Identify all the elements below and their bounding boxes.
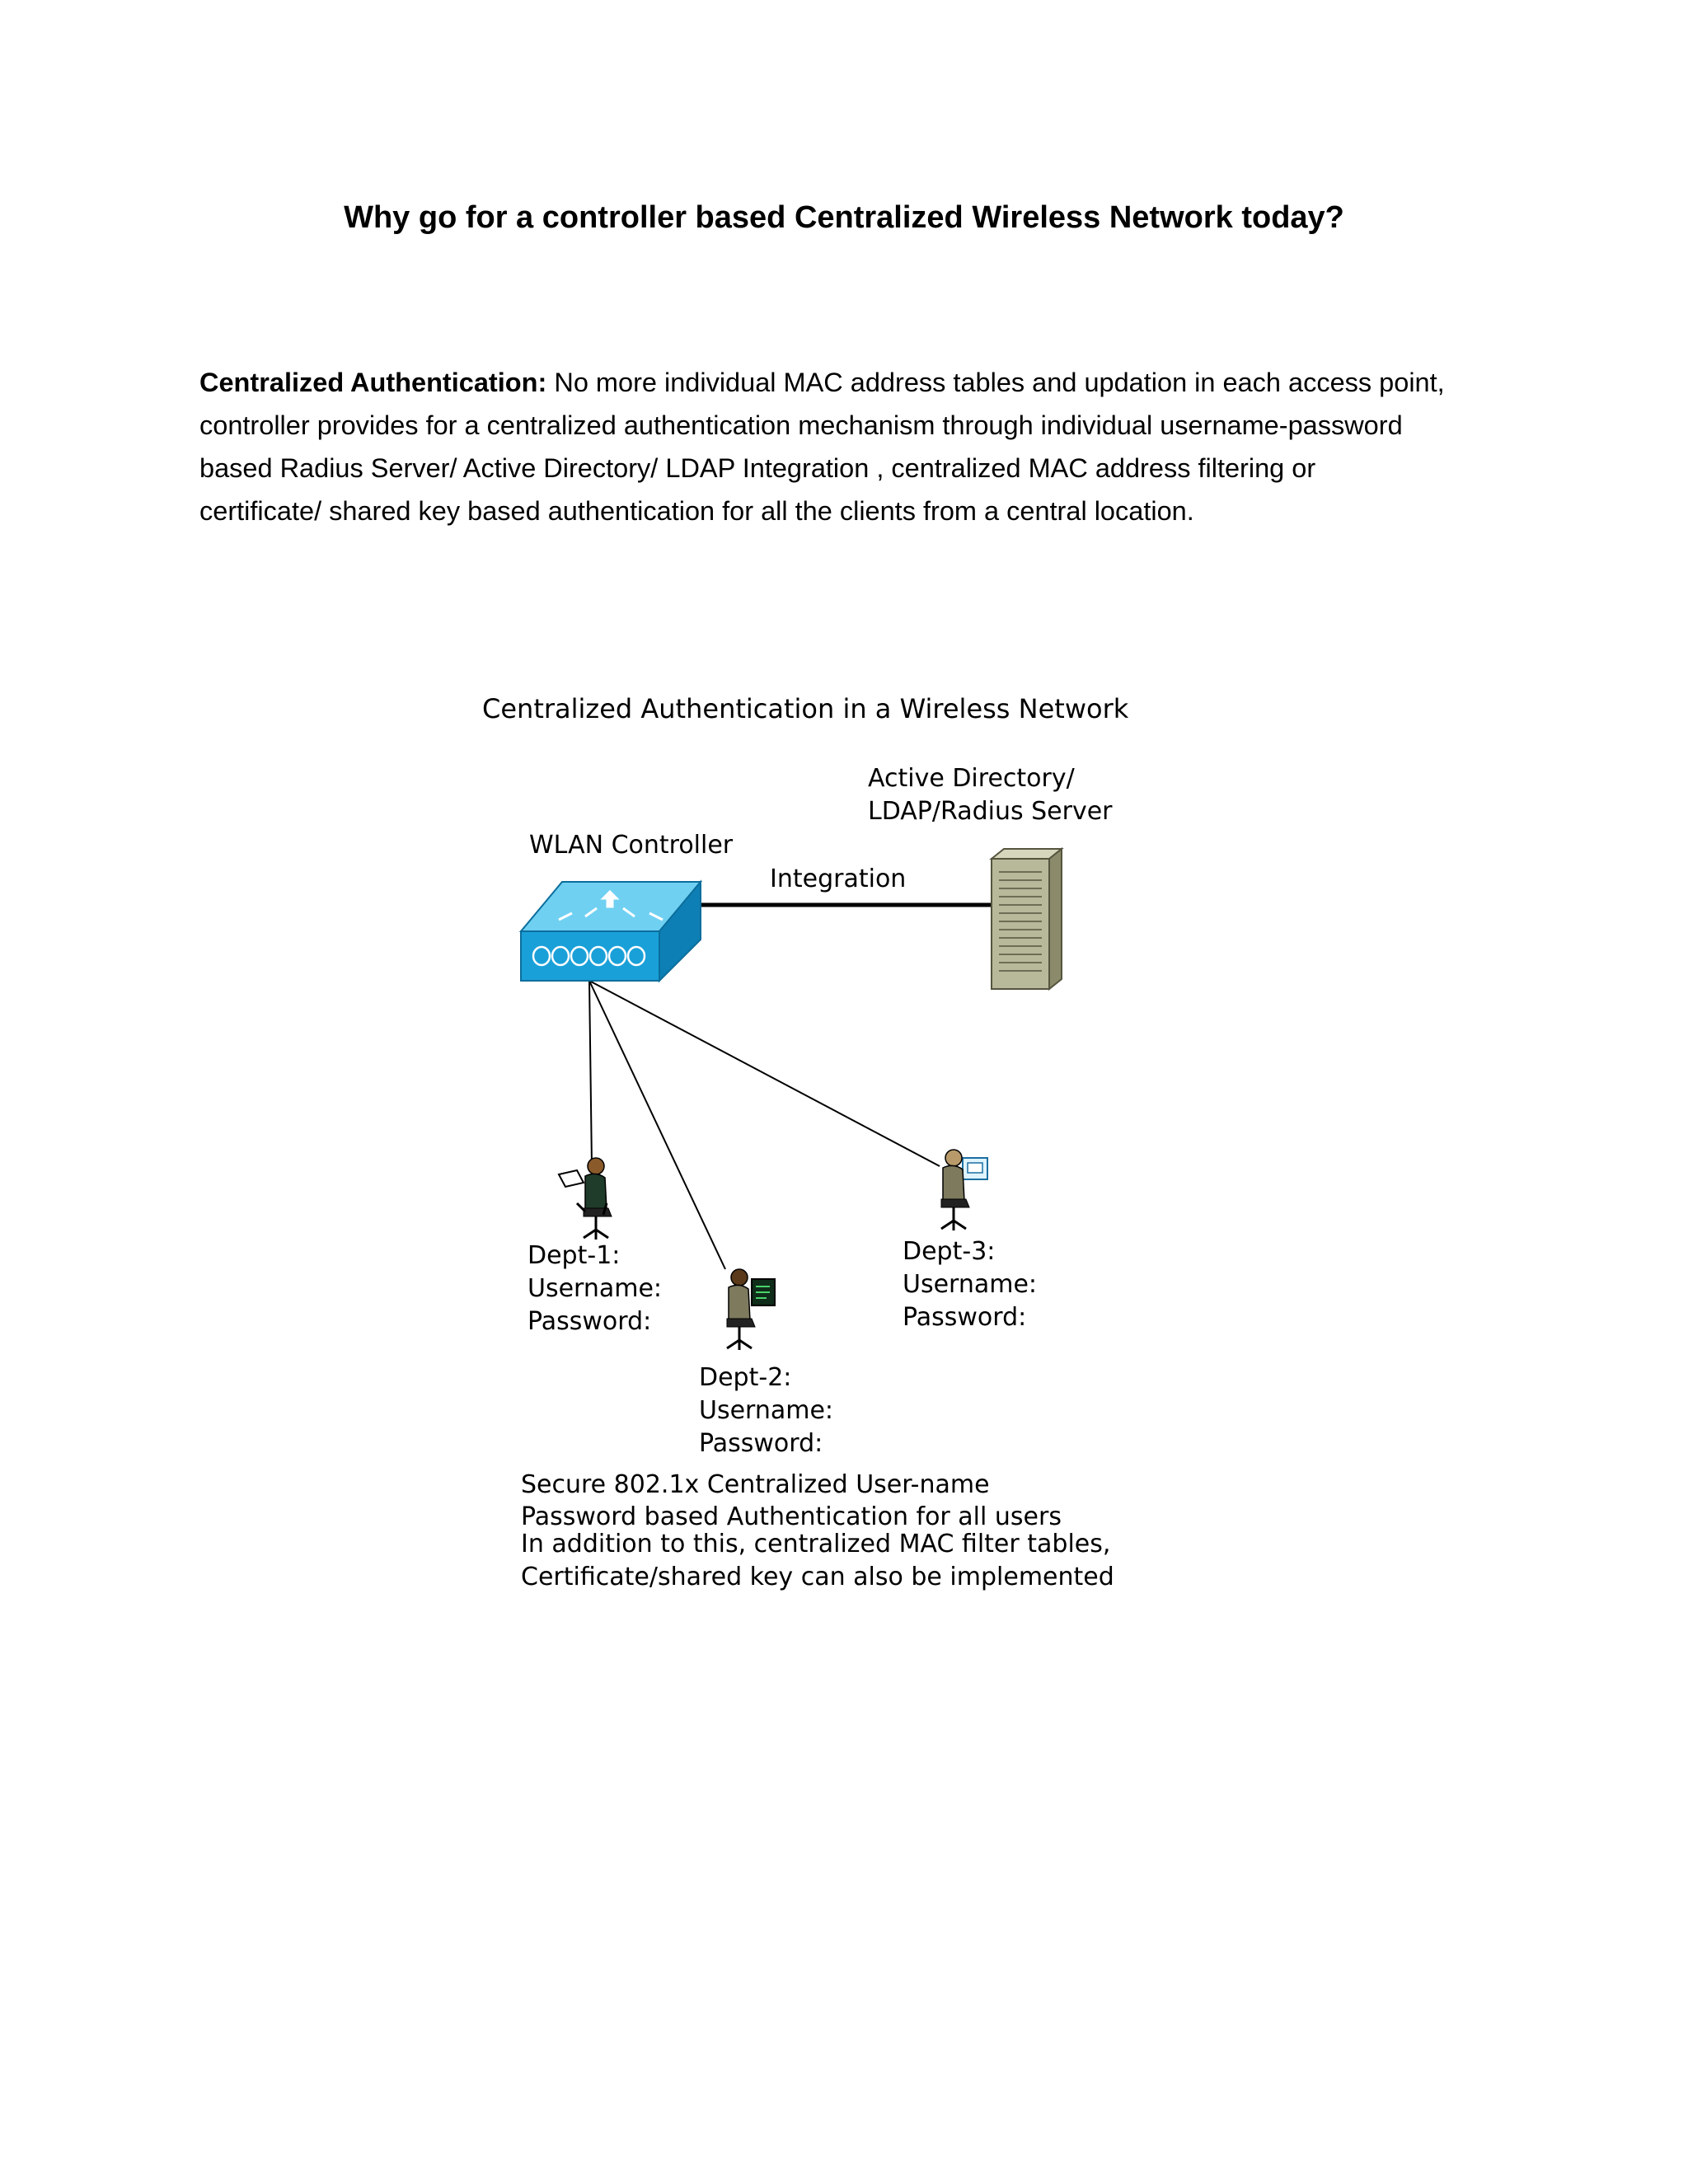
footer-line-1: Secure 802.1x Centralized User-name — [521, 1470, 990, 1499]
paragraph-line-4: certificate/ shared key based authentica… — [199, 496, 1194, 526]
footer-line-2: Password based Authentication for all us… — [521, 1502, 1062, 1531]
user-terminal-icon — [726, 1268, 776, 1350]
dept-3-username: Username: — [903, 1270, 1037, 1299]
server-label-line-2: LDAP/Radius Server — [868, 797, 1113, 826]
footer-line-4: Certificate/shared key can also be imple… — [521, 1563, 1114, 1591]
footer-line-3: In addition to this, centralized MAC fil… — [521, 1530, 1110, 1558]
dept-2-username: Username: — [699, 1396, 833, 1425]
dept-3-password: Password: — [903, 1303, 1026, 1332]
paragraph-line-3: based Radius Server/ Active Directory/ L… — [199, 453, 1316, 483]
diagram-title: Centralized Authentication in a Wireless… — [482, 693, 1129, 724]
integration-label: Integration — [770, 865, 906, 893]
body-paragraph: Centralized Authentication: No more indi… — [199, 361, 1518, 532]
controller-label: WLAN Controller — [529, 831, 734, 860]
dept-1-name: Dept-1: — [528, 1241, 620, 1270]
dept-2-name: Dept-2: — [699, 1363, 791, 1392]
dept-1-password: Password: — [528, 1307, 651, 1336]
dept-1-username: Username: — [528, 1274, 662, 1303]
user-desktop-icon — [940, 1149, 988, 1230]
dept-2-password: Password: — [699, 1429, 823, 1458]
page-title: Why go for a controller based Centralize… — [344, 200, 1344, 235]
server-label-line-1: Active Directory/ — [868, 764, 1076, 793]
user-laptop-icon — [557, 1157, 612, 1240]
network-diagram: Centralized Authentication in a Wireless… — [482, 693, 1129, 1591]
link-dept-2 — [588, 980, 726, 1270]
link-dept-1 — [588, 980, 593, 1167]
wlan-controller-icon — [518, 879, 703, 983]
dept-3-name: Dept-3: — [903, 1237, 995, 1266]
paragraph-heading: Centralized Authentication: — [199, 368, 547, 397]
link-dept-3 — [588, 980, 940, 1167]
server-tower-icon — [989, 846, 1064, 991]
paragraph-line-2: controller provides for a centralized au… — [199, 410, 1403, 440]
paragraph-line-1: No more individual MAC address tables an… — [546, 368, 1445, 397]
